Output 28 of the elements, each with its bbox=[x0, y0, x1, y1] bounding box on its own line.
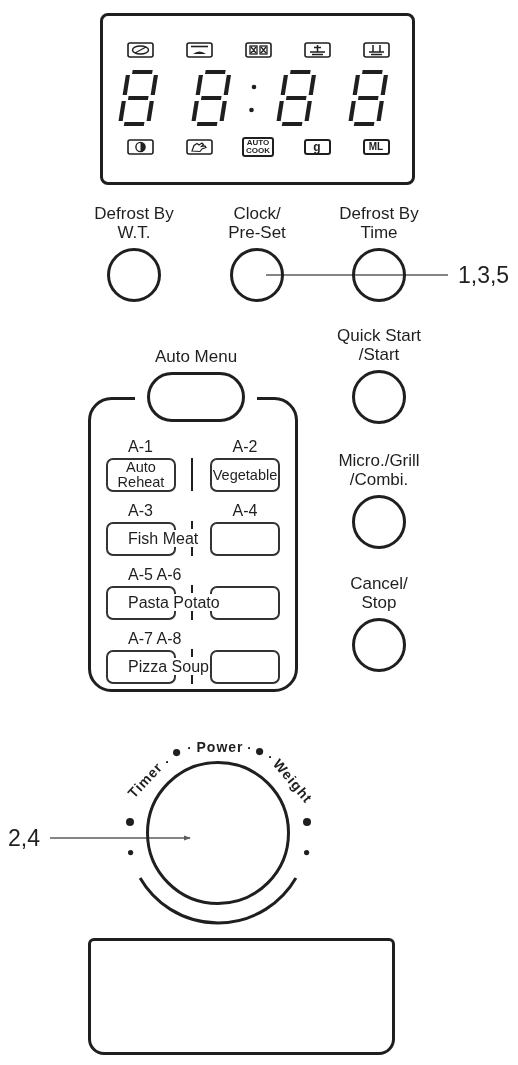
indicator-label: AUTO COOK bbox=[242, 137, 274, 157]
key-button: Auto Reheat bbox=[106, 458, 176, 492]
button-label: Auto Menu bbox=[154, 347, 238, 366]
key-label: Pizza Soup bbox=[128, 658, 209, 675]
callout-number: 2,4 bbox=[8, 824, 40, 852]
button-label: Cancel/ Stop bbox=[349, 574, 409, 612]
key-number: A-2 bbox=[232, 438, 258, 455]
key-number: A-7 A-8 bbox=[128, 630, 182, 647]
button-label: Clock/ Pre-Set bbox=[227, 204, 287, 242]
leader-line bbox=[49, 835, 191, 841]
button-label: Micro./Grill /Combi. bbox=[337, 451, 421, 489]
key-button: Vegetable bbox=[210, 458, 280, 492]
key-button bbox=[210, 650, 280, 684]
button-label: Quick Start /Start bbox=[335, 326, 423, 364]
key-label: Fish Meat bbox=[128, 530, 199, 547]
button-label: Defrost By Time bbox=[338, 204, 420, 242]
menu-panel bbox=[88, 397, 298, 692]
indicator-label: ML bbox=[362, 139, 390, 155]
key-number: A-5 A-6 bbox=[128, 566, 182, 583]
key-number: A-3 bbox=[128, 502, 153, 519]
button-label: Defrost By W.T. bbox=[93, 204, 175, 242]
callout-number: 1,3,5 bbox=[458, 261, 510, 289]
key-number: A-4 bbox=[232, 502, 258, 519]
leader-line bbox=[265, 274, 449, 276]
dial-label: Power bbox=[196, 739, 244, 755]
key-label: Pasta Potato bbox=[128, 594, 220, 611]
blank-panel bbox=[88, 938, 395, 1055]
key-number: A-1 bbox=[128, 438, 153, 455]
